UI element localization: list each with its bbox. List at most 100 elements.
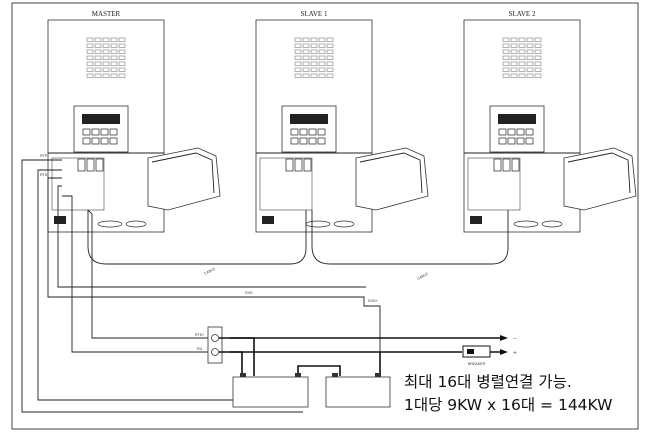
cable-gland (333, 220, 355, 228)
vent-slot (94, 73, 102, 78)
wire-d (62, 195, 214, 353)
vent-slot (534, 67, 542, 72)
keypad-button (299, 137, 308, 145)
vent-slot (502, 73, 510, 78)
display-screen (82, 114, 120, 124)
keypad-button (498, 128, 507, 136)
open-cover (355, 147, 429, 211)
vent-slot (302, 55, 310, 60)
vent-slot (318, 67, 326, 72)
cable-gland (513, 220, 539, 228)
cable-slave1-slave2 (311, 210, 509, 265)
caption-line-1: 최대 16대 병렬연결 가능. (404, 373, 572, 391)
label-ru: RU (197, 347, 203, 351)
label-rtdp: RTD+ (195, 333, 204, 337)
vent-slot (518, 55, 526, 60)
vent-slot (518, 37, 526, 42)
vent-slot (518, 67, 526, 72)
vent-slot (86, 67, 94, 72)
keypad-button (109, 137, 118, 145)
display-screen (290, 114, 328, 124)
vent-slot (118, 61, 126, 66)
vent-slot (94, 49, 102, 54)
vent-slot (534, 49, 542, 54)
vent-slot (110, 55, 118, 60)
unit-label: SLAVE 1 (301, 10, 328, 18)
keypad-button (290, 137, 299, 145)
connector-port (77, 158, 86, 172)
vent-slot (326, 37, 334, 42)
vent-slot (302, 37, 310, 42)
keypad-button (308, 137, 317, 145)
vent-slot (526, 61, 534, 66)
breaker-block (54, 216, 66, 224)
vent-slot (518, 43, 526, 48)
connector-port (502, 158, 511, 172)
unit-label: MASTER (92, 10, 121, 18)
vent-slot (110, 49, 118, 54)
vent-slot (534, 73, 542, 78)
vent-slot (318, 49, 326, 54)
vent-slot (502, 55, 510, 60)
vent-slot (94, 67, 102, 72)
vent-slot (102, 43, 110, 48)
vent-slot (110, 37, 118, 42)
label-rtd: RTD (40, 173, 48, 177)
vent-slot (310, 61, 318, 66)
caption-line-2: 1대당 9KW x 16대 = 144KW (404, 396, 613, 414)
vent-slot (86, 43, 94, 48)
vent-slot (86, 49, 94, 54)
label-breaker: BREAKER (468, 362, 486, 366)
vent-slot (502, 67, 510, 72)
keypad-button (498, 137, 507, 145)
vent-slot (510, 43, 518, 48)
vent-slot (510, 49, 518, 54)
label-dvdp: DVD+ (368, 299, 378, 303)
vent-slot (526, 67, 534, 72)
open-cover (147, 147, 221, 211)
vent-slot (294, 61, 302, 66)
terminal-top (211, 334, 219, 342)
vent-slot (510, 73, 518, 78)
vent-slot (118, 49, 126, 54)
connector-port (493, 158, 502, 172)
vent-slot (94, 37, 102, 42)
breaker-block (262, 216, 274, 224)
vent-slot (94, 55, 102, 60)
vent-slot (102, 55, 110, 60)
vent-slot (326, 61, 334, 66)
keypad-button (100, 128, 109, 136)
vent-slot (310, 43, 318, 48)
vent-slot (534, 43, 542, 48)
vent-slot (502, 61, 510, 66)
vent-slot (310, 67, 318, 72)
wire-c (87, 209, 214, 339)
outer-frame (11, 2, 639, 430)
vent-slot (302, 61, 310, 66)
cover-inner-edge (567, 152, 631, 194)
vent-slot (526, 73, 534, 78)
keypad-button (507, 137, 516, 145)
wire-a (47, 177, 381, 352)
terminal-block (207, 326, 223, 364)
vent-slot (526, 43, 534, 48)
vent-slot (310, 49, 318, 54)
keypad-button (100, 137, 109, 145)
keypad-button (299, 128, 308, 136)
cable-gland (97, 220, 123, 228)
vent-slot (294, 37, 302, 42)
vent-slot (318, 37, 326, 42)
breaker (462, 345, 491, 358)
vent-slot (310, 73, 318, 78)
vent-slot (94, 61, 102, 66)
vent-slot (302, 73, 310, 78)
vent-slot (110, 67, 118, 72)
cable-label-right: CABLE (417, 272, 430, 281)
vent-slot (110, 43, 118, 48)
keypad-button (290, 128, 299, 136)
keypad-button (109, 128, 118, 136)
vent-slot (102, 73, 110, 78)
vent-slot (110, 61, 118, 66)
